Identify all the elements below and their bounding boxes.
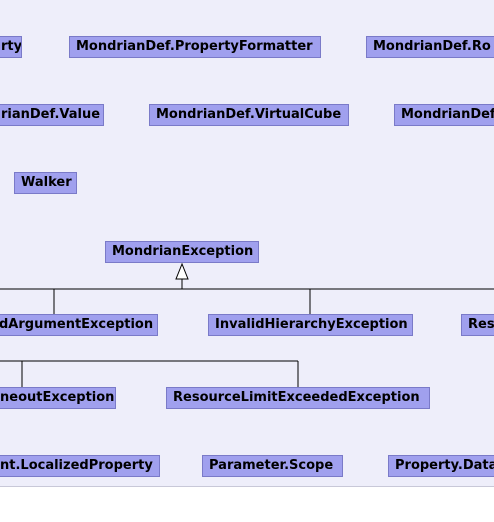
class-node-property-data[interactable]: Property.Data	[388, 455, 494, 477]
class-node[interactable]: MondrianDef.Ro	[366, 36, 494, 58]
class-node-parameter-scope[interactable]: Parameter.Scope	[202, 455, 343, 477]
class-node-propertyformatter[interactable]: MondrianDef.PropertyFormatter	[69, 36, 321, 58]
inheritance-arrowhead	[175, 262, 189, 280]
inheritance-edges	[0, 262, 494, 387]
class-node[interactable]: MondrianDef	[394, 104, 494, 126]
canvas-bottom-border	[0, 486, 494, 487]
class-node-resourcelimitexceededexception[interactable]: ResourceLimitExceededException	[166, 387, 430, 409]
class-node-mondrianexception[interactable]: MondrianException	[105, 241, 259, 263]
diagram-canvas[interactable]: rty MondrianDef.PropertyFormatter Mondri…	[0, 0, 494, 486]
class-node-walker[interactable]: Walker	[14, 172, 77, 194]
class-node-virtualcube[interactable]: MondrianDef.VirtualCube	[149, 104, 349, 126]
class-node-value[interactable]: rianDef.Value	[0, 104, 104, 126]
class-node-argumentexception[interactable]: dArgumentException	[0, 314, 158, 336]
class-node-invalidhierarchyexception[interactable]: InvalidHierarchyException	[208, 314, 413, 336]
class-node-localizedproperty[interactable]: nt.LocalizedProperty	[0, 455, 160, 477]
class-node-timeoutexception[interactable]: neoutException	[0, 387, 116, 409]
class-node[interactable]: Res	[461, 314, 494, 336]
class-node[interactable]: rty	[0, 36, 22, 58]
